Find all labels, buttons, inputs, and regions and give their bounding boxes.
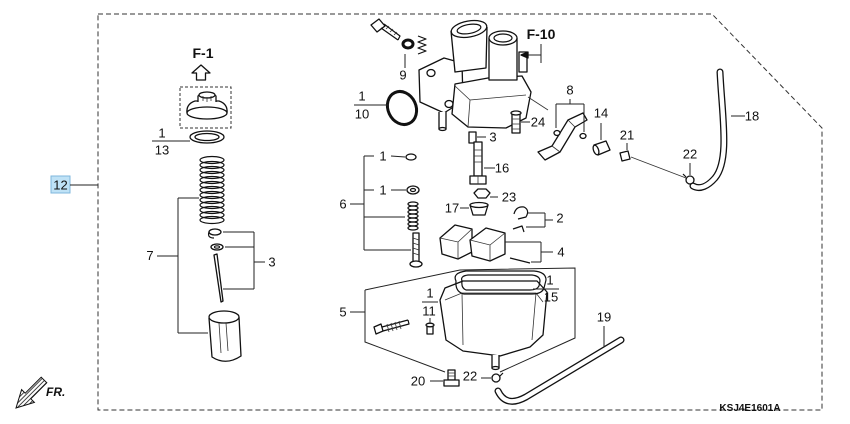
clip-22-upper <box>682 173 695 185</box>
routing-line <box>630 156 687 179</box>
callout-18[interactable]: 18 <box>745 109 759 124</box>
callout-6[interactable]: 6 <box>339 197 346 212</box>
section-ref-f10[interactable]: F-10 <box>527 26 556 42</box>
jet-needle <box>213 253 224 303</box>
callout-13[interactable]: 13 <box>155 143 169 158</box>
callout-23[interactable]: 23 <box>502 190 516 205</box>
spring-6 <box>407 201 419 231</box>
callout-12[interactable]: 12 <box>53 178 67 193</box>
needle-jet-16 <box>469 141 487 185</box>
callout-qty-13[interactable]: 1 <box>158 126 165 141</box>
clip-22-lower <box>491 372 504 383</box>
callout-5-bracket <box>350 267 576 373</box>
callout-5[interactable]: 5 <box>339 305 346 320</box>
callout-3-left[interactable]: 3 <box>268 255 275 270</box>
callout-8[interactable]: 8 <box>566 83 573 98</box>
front-direction-arrow-icon <box>15 376 48 409</box>
callout-qty-11[interactable]: 1 <box>426 286 433 301</box>
top-cap-reference-box <box>179 86 232 129</box>
float-4 <box>439 224 531 264</box>
callout-16[interactable]: 16 <box>495 161 509 176</box>
nut-23 <box>473 188 491 199</box>
callout-19[interactable]: 19 <box>597 310 611 325</box>
callout-4-bracket <box>505 241 553 263</box>
pilot-screw-set <box>370 18 427 55</box>
top-cap <box>186 91 228 120</box>
o-ring-10 <box>385 89 419 127</box>
callout-22-lower[interactable]: 22 <box>463 369 477 384</box>
screw-24 <box>510 110 522 134</box>
section-ref-f10-arrow-icon <box>520 51 529 59</box>
diagram-code: KSJ4E1601A <box>719 403 780 414</box>
callout-14[interactable]: 14 <box>594 106 608 121</box>
gasket-15 <box>454 270 547 295</box>
part-14 <box>592 140 611 156</box>
callout-3-left-bracket <box>223 231 265 290</box>
callout-2[interactable]: 2 <box>556 211 563 226</box>
callout-24[interactable]: 24 <box>531 115 545 130</box>
callout-qty-6b[interactable]: 1 <box>379 183 386 198</box>
callout-10[interactable]: 10 <box>355 107 369 122</box>
callout-7[interactable]: 7 <box>146 248 153 263</box>
callout-15[interactable]: 15 <box>544 290 558 305</box>
throttle-slide <box>208 310 242 362</box>
callout-7-bracket <box>157 197 208 334</box>
callout-3-center[interactable]: 3 <box>489 130 496 145</box>
throttle-spring <box>199 155 225 225</box>
needle-washer <box>210 243 224 251</box>
callout-21[interactable]: 21 <box>620 128 634 143</box>
tube-19 <box>494 336 625 405</box>
callout-qty-15[interactable]: 1 <box>546 273 553 288</box>
drain-screw-20 <box>443 369 460 387</box>
front-label: FR. <box>46 385 65 399</box>
throttle-lever-bracket <box>537 112 588 161</box>
callout-11-leader <box>422 301 438 323</box>
section-ref-f10-leader <box>527 44 542 63</box>
callout-qty-10[interactable]: 1 <box>358 89 365 104</box>
air-screw <box>373 319 410 335</box>
callout-20[interactable]: 20 <box>411 374 425 389</box>
callout-17[interactable]: 17 <box>445 201 459 216</box>
needle-clip <box>207 228 222 239</box>
screw-6 <box>409 232 423 268</box>
callout-qty-6a[interactable]: 1 <box>379 149 386 164</box>
screw-21 <box>619 150 631 162</box>
screw-11 <box>425 322 435 335</box>
callout-4[interactable]: 4 <box>557 245 564 260</box>
section-ref-f1-arrow-icon <box>191 64 211 81</box>
tube-18 <box>689 68 728 192</box>
callout-11[interactable]: 11 <box>422 304 436 319</box>
callout-6-bracket <box>350 155 411 251</box>
section-ref-f1[interactable]: F-1 <box>193 45 214 61</box>
nut-6b <box>406 185 420 195</box>
callout-8-bracket <box>555 99 585 132</box>
washer-6a <box>405 153 417 161</box>
part-17 <box>469 201 489 216</box>
cable-link-line <box>527 96 549 111</box>
callout-22-upper[interactable]: 22 <box>683 147 697 162</box>
float-chamber <box>439 280 548 371</box>
callout-9[interactable]: 9 <box>399 68 406 83</box>
diagram-boundary <box>97 13 823 411</box>
cap-ring <box>189 130 225 144</box>
clips-2 <box>512 206 529 233</box>
callout-2-bracket <box>526 212 553 228</box>
